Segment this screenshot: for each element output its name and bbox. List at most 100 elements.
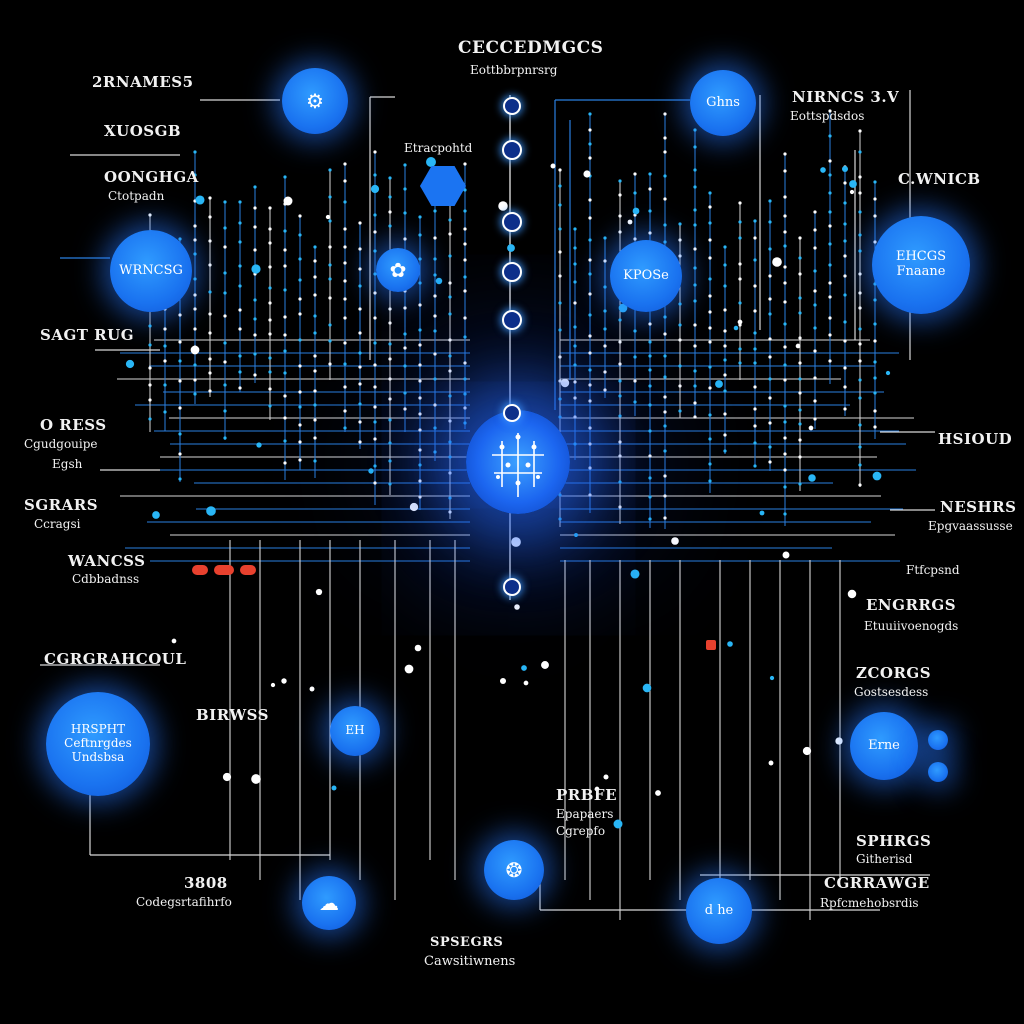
right-label-sub: Gostsesdess: [854, 685, 929, 699]
junction-dot: [448, 455, 452, 459]
junction-dot: [283, 416, 287, 420]
junction-dot: [358, 382, 362, 386]
junction-dot: [238, 240, 242, 244]
scatter-dot: [715, 380, 723, 388]
junction-dot: [753, 219, 757, 223]
junction-dot: [768, 460, 772, 464]
junction-dot: [843, 181, 847, 185]
scatter-dot: [613, 819, 623, 829]
junction-dot: [738, 220, 742, 224]
junction-dot: [298, 458, 302, 462]
junction-dot: [858, 272, 862, 276]
junction-dot: [433, 403, 437, 407]
junction-dot: [723, 245, 727, 249]
junction-dot: [328, 195, 332, 199]
junction-dot: [693, 266, 697, 270]
junction-dot: [388, 377, 392, 381]
junction-dot: [768, 445, 772, 449]
junction-dot: [373, 230, 377, 234]
junction-dot: [253, 298, 257, 302]
junction-dot: [418, 257, 422, 261]
junction-dot: [663, 150, 667, 154]
junction-dot: [328, 339, 332, 343]
junction-dot: [418, 215, 422, 219]
junction-dot: [678, 323, 682, 327]
junction-dot: [448, 281, 452, 285]
junction-dot: [648, 368, 652, 372]
node-left[interactable]: WRNCSG: [110, 230, 192, 312]
scatter-dot: [847, 589, 857, 599]
node-lower-left[interactable]: EH: [330, 706, 380, 756]
junction-dot: [768, 247, 772, 251]
right-label-heading: C.WNICB: [898, 170, 981, 188]
junction-dot: [298, 257, 302, 261]
junction-dot: [388, 224, 392, 228]
spine-hub: [503, 578, 521, 596]
node-label: EH: [345, 723, 365, 738]
junction-dot: [193, 238, 197, 242]
junction-dot: [783, 345, 787, 349]
junction-dot: [358, 307, 362, 311]
junction-dot: [753, 441, 757, 445]
junction-dot: [708, 238, 712, 242]
junction-dot: [843, 293, 847, 297]
node-right-lower[interactable]: Erne: [850, 712, 918, 780]
junction-dot: [618, 440, 622, 444]
junction-dot: [693, 145, 697, 149]
junction-dot: [783, 265, 787, 269]
node-center-right[interactable]: KPOSe: [610, 240, 682, 312]
junction-dot: [708, 413, 712, 417]
scatter-dot: [270, 682, 276, 688]
node-bottom-center[interactable]: ❂: [484, 840, 544, 900]
junction-dot: [418, 343, 422, 347]
right-label-heading: NESHRS: [940, 498, 1017, 516]
junction-dot: [663, 174, 667, 178]
junction-dot: [328, 296, 332, 300]
scatter-dot: [511, 537, 521, 547]
junction-dot: [693, 323, 697, 327]
junction-dot: [798, 422, 802, 426]
junction-dot: [313, 314, 317, 318]
junction-dot: [373, 481, 377, 485]
node-center-left[interactable]: ✿: [376, 248, 420, 292]
junction-dot: [343, 227, 347, 231]
junction-dot: [708, 462, 712, 466]
junction-dot: [298, 338, 302, 342]
junction-dot: [433, 426, 437, 430]
junction-dot: [388, 195, 392, 199]
scatter-dot: [759, 510, 765, 516]
left-label-sub: Ctotpadn: [108, 189, 165, 203]
junction-dot: [268, 206, 272, 210]
scatter-dot: [782, 551, 790, 559]
node-right-upper[interactable]: EHCGS Fnaane: [872, 216, 970, 314]
junction-dot: [798, 272, 802, 276]
satellite-dot-2: [928, 762, 948, 782]
node-top-left[interactable]: ⚙: [282, 68, 348, 134]
junction-dot: [618, 230, 622, 234]
junction-dot: [708, 221, 712, 225]
junction-dot: [648, 172, 652, 176]
junction-dot: [223, 383, 227, 387]
node-bottom-right[interactable]: d he: [686, 878, 752, 944]
junction-dot: [678, 254, 682, 258]
junction-dot: [313, 403, 317, 407]
spine-hub: [502, 140, 522, 160]
node-top-right[interactable]: Ghns: [690, 70, 756, 136]
node-bottom-left-2[interactable]: ☁: [302, 876, 356, 930]
node-bottom-left[interactable]: HRSPHT Ceftnrgdes Undsbsa: [46, 692, 150, 796]
scatter-dot: [835, 737, 843, 745]
scatter-dot: [190, 345, 200, 355]
junction-dot: [843, 222, 847, 226]
junction-dot: [738, 361, 742, 365]
junction-dot: [358, 351, 362, 355]
junction-dot: [783, 214, 787, 218]
junction-dot: [283, 461, 287, 465]
junction-dot: [238, 221, 242, 225]
junction-dot: [858, 306, 862, 310]
junction-dot: [768, 312, 772, 316]
junction-dot: [573, 363, 577, 367]
junction-dot: [678, 238, 682, 242]
junction-dot: [633, 355, 637, 359]
junction-dot: [163, 359, 167, 363]
scatter-dot: [849, 180, 857, 188]
